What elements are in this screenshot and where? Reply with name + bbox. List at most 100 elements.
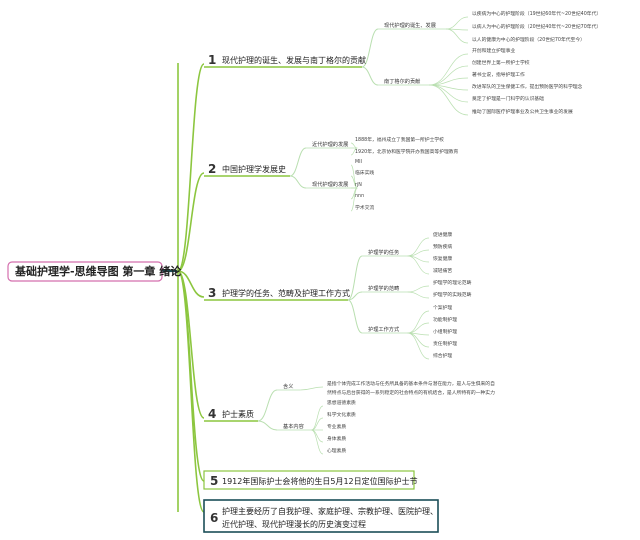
leaf-3-1-4-connector: [407, 255, 430, 275]
section-2-connector: [177, 172, 205, 272]
section-5-connector: [177, 270, 205, 482]
section-3-connector: [177, 270, 205, 298]
leaf-3-3-1-connector: [407, 310, 430, 334]
section-6-connector: [177, 270, 205, 513]
sub-2-1-connector: [289, 147, 307, 177]
leaf-item: 护理学的理论范畴: [433, 279, 472, 286]
leaf-item: 小组制护理: [433, 328, 457, 335]
section-6-label-line-2: 近代护理、现代护理漫长的历史演变过程: [222, 519, 366, 529]
section-6-box: [203, 499, 439, 533]
leaf-item: 恢复健康: [433, 255, 452, 262]
sub-topic: 近代护理的发展: [312, 140, 348, 148]
leaf-4-2-5-connector: [311, 429, 324, 455]
leaf-2-1-2-connector: [350, 147, 358, 156]
sub-4-1-connector: [257, 389, 278, 422]
root-label: 基础护理学-思维导图 第一章 绪论: [14, 264, 182, 278]
leaf-4-2-2-connector: [311, 417, 324, 431]
leaf-1-2-6-connector: [429, 84, 469, 116]
section-4[interactable]: 4 护士素质 含义 是指个体完成工作活动与任务所具备的基本条件与潜在能力，是人与生俱来…: [208, 380, 495, 454]
section-3-label: 护理学的任务、范畴及护理工作方式: [222, 288, 350, 298]
leaf-item: 功能制护理: [433, 316, 457, 323]
leaf-item: 综合护理: [433, 352, 452, 359]
sub-topic: 基本内容: [283, 422, 304, 430]
leaf-4-2-4-connector: [311, 429, 324, 443]
leaf-item: 改进军队的卫生保健工作，提出预防医学的科学理念: [472, 83, 583, 90]
leaf-3-3-2-connector: [407, 322, 430, 334]
leaf-item: 然特点与后台获得的一系列稳定的社会特点的有机结合，是人所特有的一种实力: [327, 389, 495, 396]
leaf-4-2-1-connector: [311, 405, 324, 431]
leaf-3-2-1-connector: [407, 285, 430, 293]
sub-topic: 含义: [283, 382, 293, 390]
leaf-1-1-1-connector: [445, 16, 469, 30]
leaf-item: 临床实践: [355, 169, 374, 176]
section-2-number: 2: [208, 162, 216, 176]
sub-3-3-connector: [347, 299, 363, 334]
section-2-label: 中国护理学发展史: [222, 164, 286, 174]
leaf-item: 护理学的实践范畴: [433, 291, 472, 298]
leaf-1-1-3-connector: [445, 28, 469, 44]
leaf-4-1-1-connector: [300, 386, 324, 391]
sub-2-2-connector: [289, 175, 307, 189]
connector-lines: [162, 16, 469, 513]
sub-topic: 现代护理的诞生、发展: [384, 21, 436, 29]
leaf-item: 是指个体完成工作活动与任务所具备的基本条件与潜在能力，是人与生俱来的自: [327, 380, 495, 387]
leaf-item: 个案护理: [433, 304, 452, 311]
leaf-item: 专业素质: [327, 423, 346, 430]
leaf-item: 心理素质: [327, 447, 346, 454]
root-node-box: [7, 261, 163, 282]
leaf-2-2-5-connector: [350, 187, 358, 212]
sub-1-1-connector: [361, 28, 379, 68]
leaf-1-2-1-connector: [429, 53, 469, 86]
leaf-3-3-5-connector: [407, 332, 430, 360]
sub-topic: 现代护理的发展: [312, 180, 348, 188]
leaf-item: 促进健康: [433, 231, 452, 238]
leaf-item: MII: [355, 159, 362, 165]
section-3[interactable]: 3 护理学的任务、范畴及护理工作方式 护理学的任务 促进健康预防疾病恢复健康减轻痛苦护…: [208, 231, 472, 359]
leaf-item: 减轻痛苦: [433, 267, 452, 274]
section-4-number: 4: [208, 407, 216, 421]
section-4-label: 护士素质: [222, 409, 254, 419]
leaf-2-1-1-connector: [350, 142, 358, 149]
section-5-number: 5: [210, 474, 218, 488]
leaf-item: 身体素质: [327, 435, 346, 442]
leaf-item: nnn: [355, 194, 364, 199]
section-1-number: 1: [208, 53, 216, 67]
section-5-box: [203, 470, 415, 490]
leaf-item: 以人的健康为中心的护理阶段（20世纪70年代至今）: [472, 36, 585, 43]
section-6-label-line-1: 护理主要经历了自我护理、家庭护理、宗教护理、医院护理、: [222, 506, 438, 516]
leaf-item: 1888年，福州成立了我国第一所护士学校: [355, 136, 444, 143]
leaf-item: 创建世界上第一所护士学校: [472, 59, 530, 66]
leaf-item: 预防疾病: [433, 243, 452, 250]
section-5[interactable]: 5 1912年国际护士会将他的生日5月12日定位国际护士节: [203, 470, 418, 490]
leaf-item: rjN: [355, 182, 362, 188]
leaf-item: 著书立说，指导护理工作: [472, 71, 525, 78]
leaf-item: 奠定了护理是一门科学的认识基础: [472, 95, 544, 102]
root-node: 基础护理学-思维导图 第一章 绪论: [7, 261, 182, 282]
sub-1-2-connector: [361, 66, 379, 86]
sub-topic: 护理学的任务: [368, 248, 399, 256]
section-3-number: 3: [208, 286, 216, 300]
sub-4-2-connector: [257, 420, 278, 431]
sub-3-2-connector: [347, 291, 363, 301]
section-6-number: 6: [210, 511, 218, 525]
sub-topic: 护理工作方式: [368, 325, 400, 333]
section-5-label: 1912年国际护士会将他的生日5月12日定位国际护士节: [222, 476, 418, 486]
leaf-item: 责任制护理: [433, 340, 457, 347]
leaf-3-2-2-connector: [407, 291, 430, 299]
leaf-item: 以疾病为中心的护理阶段（19世纪60年代~20世纪40年代）: [472, 10, 601, 17]
leaf-item: 以病人为中心的护理阶段（20世纪40年代~20世纪70年代）: [472, 23, 601, 30]
leaf-item: 科学文化素质: [327, 411, 356, 418]
sub-3-1-connector: [347, 255, 363, 301]
leaf-3-1-1-connector: [407, 237, 430, 257]
section-6[interactable]: 6 护理主要经历了自我护理、家庭护理、宗教护理、医院护理、近代护理、现代护理漫长的…: [203, 499, 439, 533]
leaf-item: 开创和建立护理事业: [472, 47, 515, 54]
sub-topic: 护理学的范畴: [368, 284, 399, 292]
leaf-item: 思想道德素质: [327, 399, 356, 406]
leaf-1-2-2-connector: [429, 65, 469, 86]
sub-topic: 南丁格尔的贡献: [384, 77, 420, 85]
section-1-connector: [177, 63, 205, 272]
